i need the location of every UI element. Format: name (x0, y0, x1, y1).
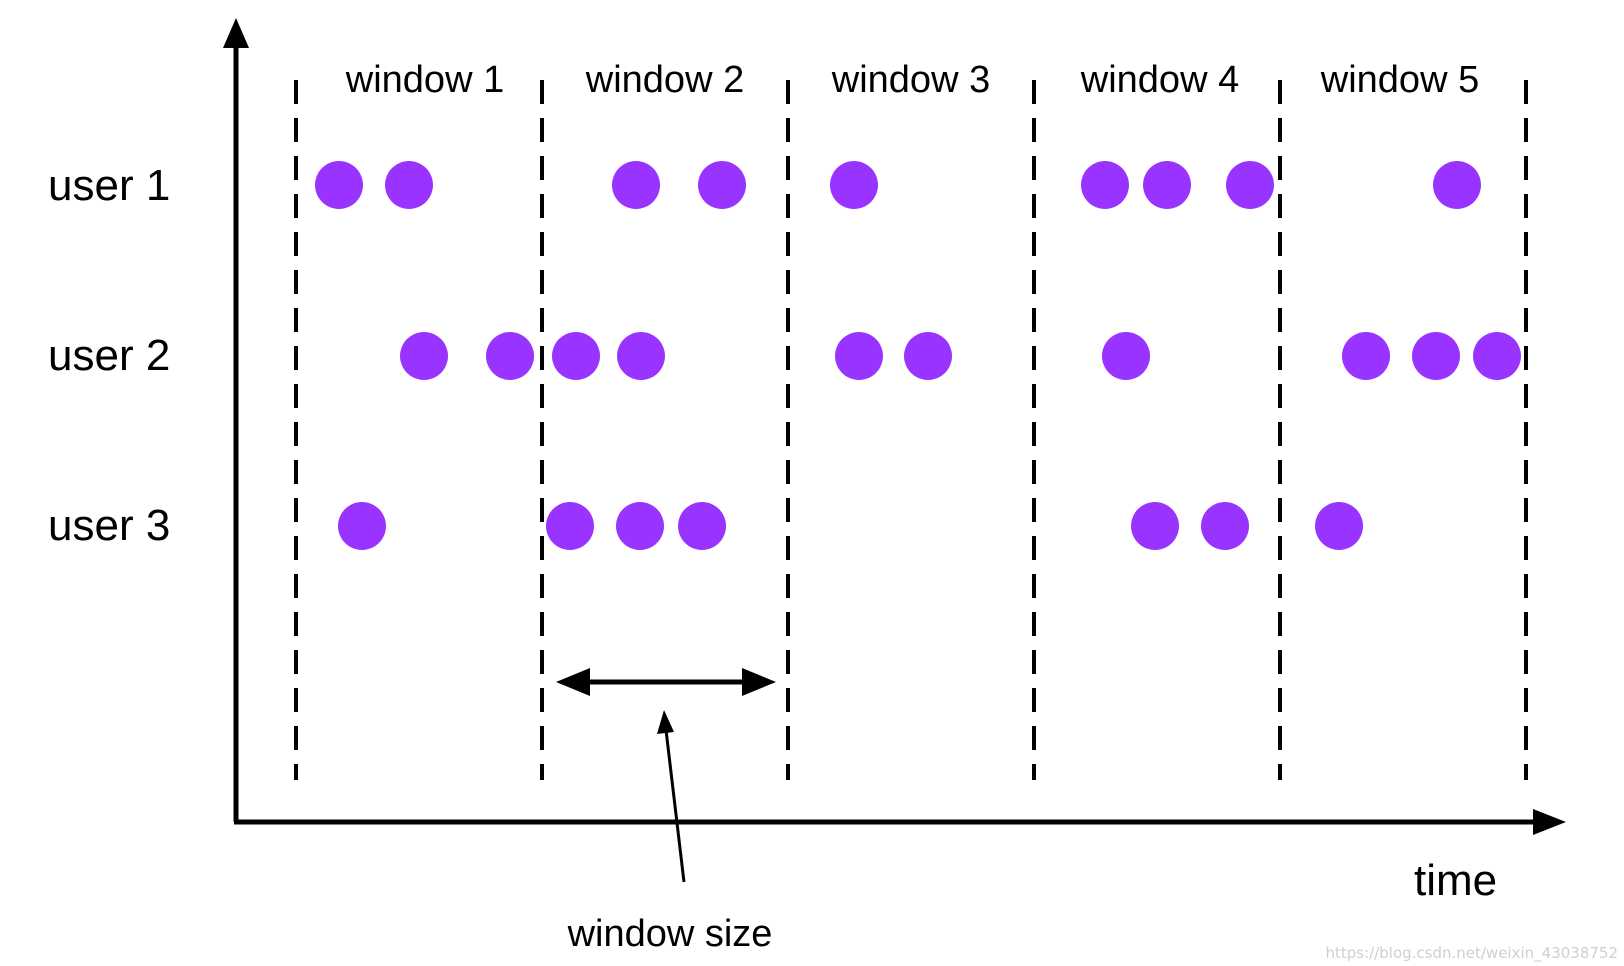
event-dot-user-2 (486, 332, 534, 380)
event-dot-user-2 (617, 332, 665, 380)
user-label-1: user 1 (48, 161, 170, 210)
x-axis-arrowhead (1533, 809, 1566, 835)
window-boundaries (294, 80, 1528, 780)
watermark-text: https://blog.csdn.net/weixin_43038752 (1325, 944, 1618, 963)
event-dot-user-2 (1102, 332, 1150, 380)
event-dot-user-3 (616, 502, 664, 550)
event-dot-user-3 (1315, 502, 1363, 550)
event-dot-user-1 (612, 161, 660, 209)
event-dot-user-3 (1201, 502, 1249, 550)
window-label-5: window 5 (1320, 59, 1479, 101)
window-label-4: window 4 (1080, 59, 1239, 101)
events (315, 161, 1521, 550)
window-size-arrowhead-left (556, 668, 590, 696)
annotation-pointer-line (664, 729, 686, 883)
annotation-pointer-arrowhead (657, 710, 674, 734)
window-label-1: window 1 (345, 59, 504, 101)
event-dot-user-1 (385, 161, 433, 209)
event-dot-user-2 (904, 332, 952, 380)
window-size-arrowhead-right (742, 668, 776, 696)
event-dot-user-1 (1081, 161, 1129, 209)
window-size-label: window size (567, 913, 773, 955)
event-dot-user-2 (552, 332, 600, 380)
event-dot-user-2 (1473, 332, 1521, 380)
event-dot-user-3 (546, 502, 594, 550)
window-labels: window 1 window 2 window 3 window 4 wind… (345, 59, 1479, 101)
event-dot-user-1 (1433, 161, 1481, 209)
window-label-3: window 3 (831, 59, 990, 101)
event-dot-user-1 (1143, 161, 1191, 209)
event-dot-user-3 (1131, 502, 1179, 550)
event-dot-user-1 (830, 161, 878, 209)
axes (223, 18, 1566, 835)
event-dot-user-3 (678, 502, 726, 550)
event-dot-user-2 (400, 332, 448, 380)
event-dot-user-1 (698, 161, 746, 209)
x-axis-label: time (1414, 856, 1497, 905)
window-label-2: window 2 (585, 59, 744, 101)
event-dot-user-1 (1226, 161, 1274, 209)
event-dot-user-1 (315, 161, 363, 209)
user-label-3: user 3 (48, 501, 170, 550)
event-dot-user-2 (1412, 332, 1460, 380)
event-dot-user-3 (338, 502, 386, 550)
y-axis-arrowhead (223, 18, 249, 48)
user-labels: user 1 user 2 user 3 (48, 161, 170, 550)
event-dot-user-2 (835, 332, 883, 380)
window-size-indicator (556, 668, 776, 883)
user-label-2: user 2 (48, 331, 170, 380)
event-dot-user-2 (1342, 332, 1390, 380)
